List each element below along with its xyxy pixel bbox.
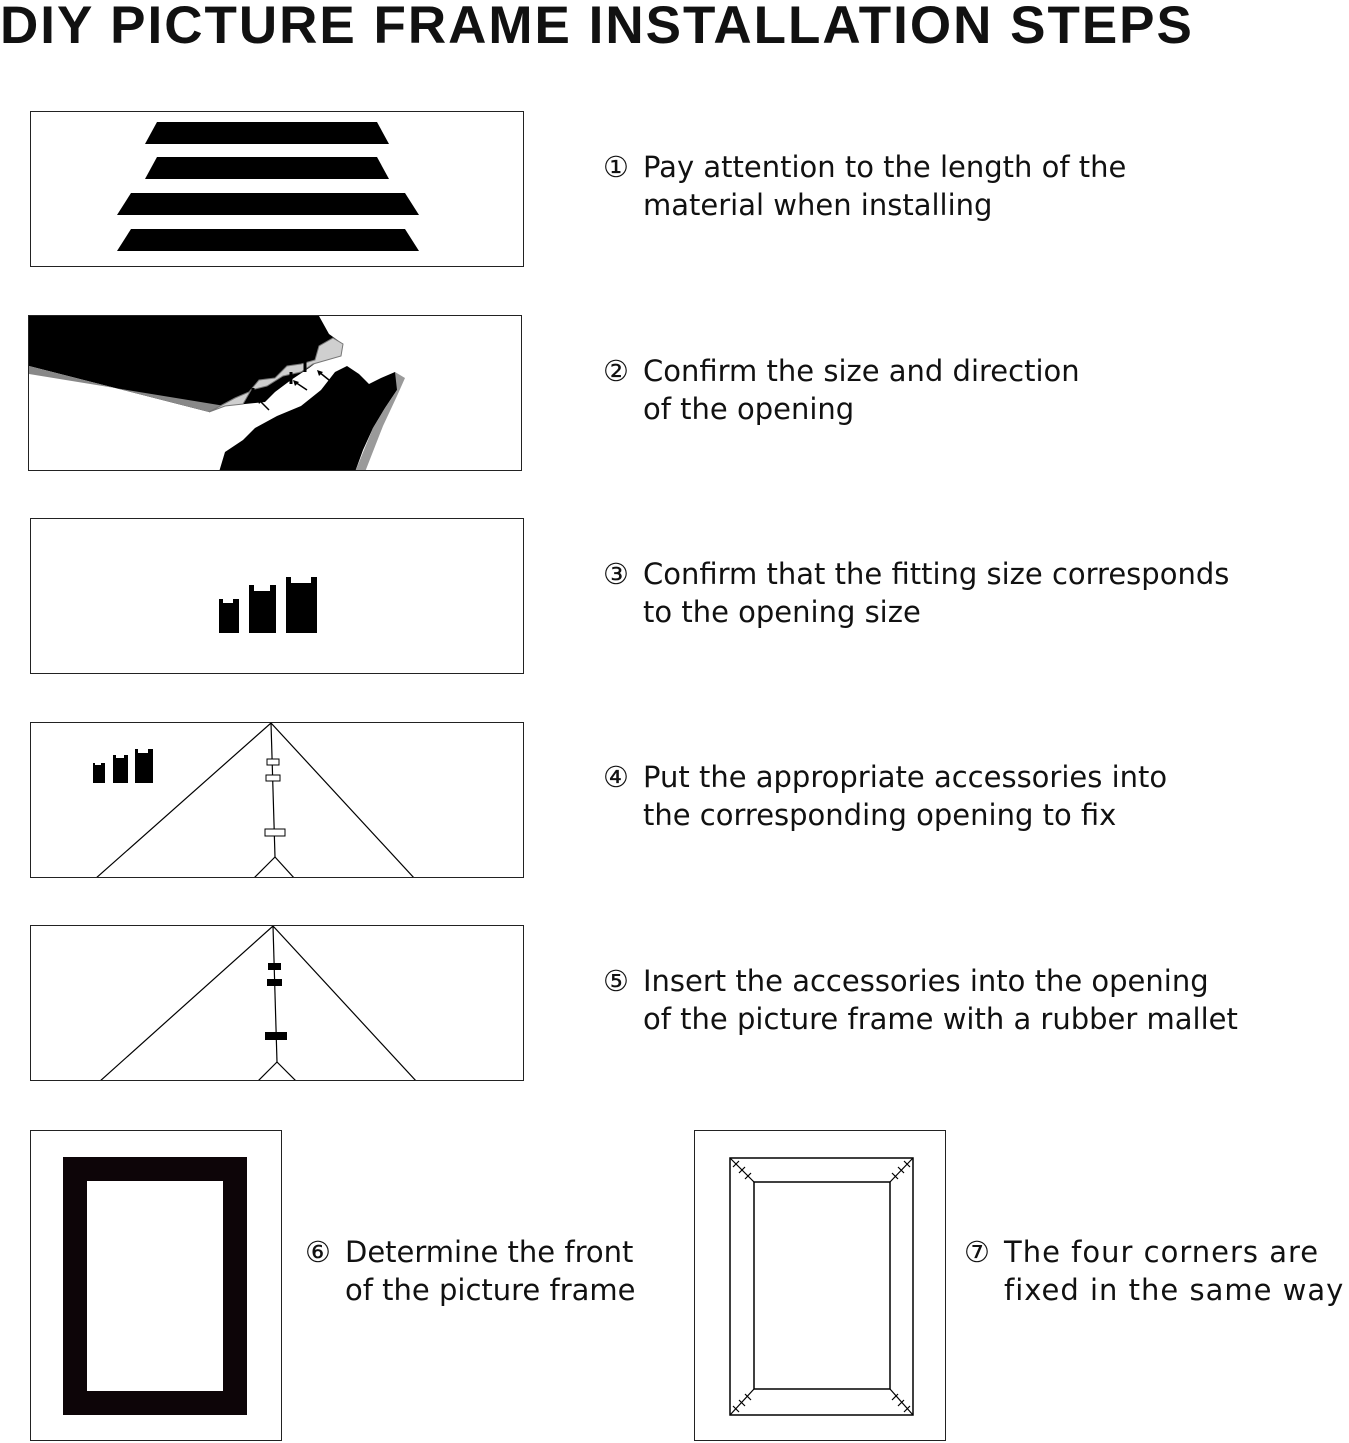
- page-title: DIY PICTURE FRAME INSTALLATION STEPS: [0, 0, 1194, 55]
- step-3-illustration: [30, 518, 524, 674]
- frame-strips-image: [117, 122, 419, 251]
- frame-front-image: [63, 1157, 247, 1415]
- step-2-illustration: [28, 315, 522, 471]
- step-1-illustration: [30, 111, 524, 267]
- step-7-illustration: [694, 1130, 946, 1441]
- step-4-illustration: [30, 722, 524, 878]
- step-6-illustration: [30, 1130, 282, 1441]
- corner-joint-image: [29, 316, 405, 470]
- step-5-illustration: [30, 925, 524, 1081]
- frame-corners-image: [729, 1157, 914, 1416]
- accessories-inserted-image: [100, 926, 416, 1080]
- accessories-placement-image: [93, 723, 414, 877]
- fittings-image: [219, 577, 317, 633]
